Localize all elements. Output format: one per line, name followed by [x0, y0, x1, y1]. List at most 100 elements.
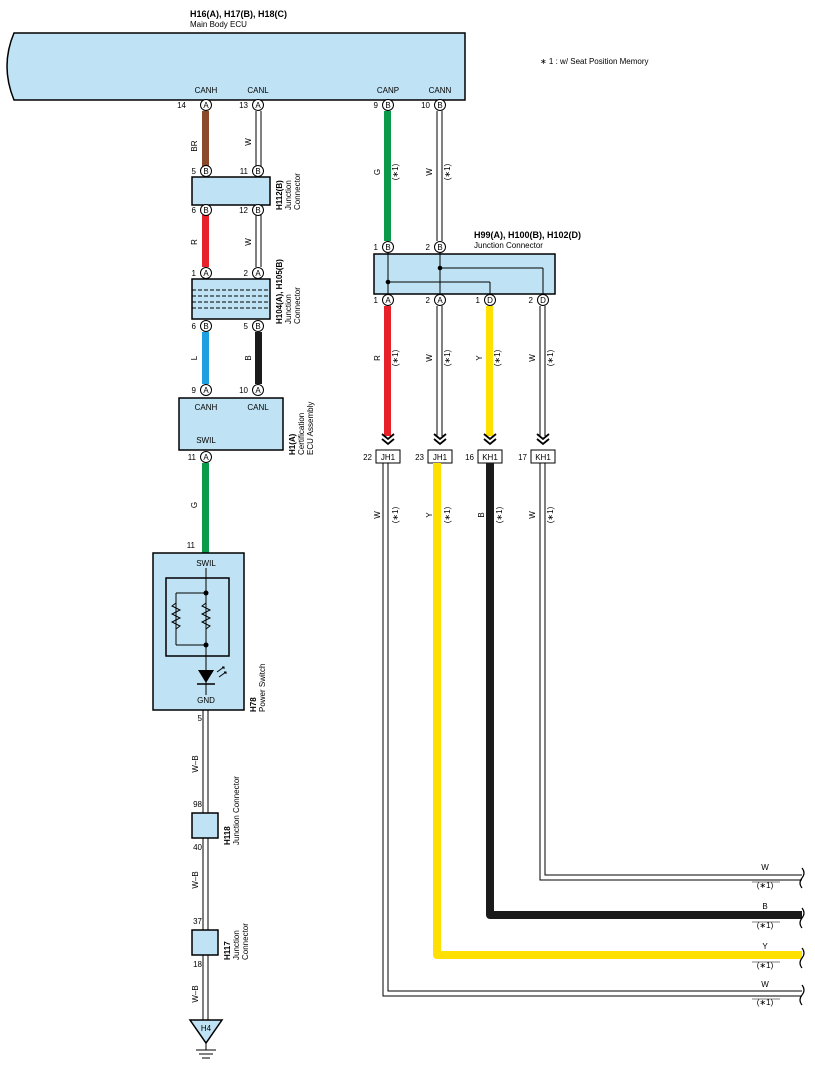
main-ecu-connector-ids: H16(A), H17(B), H18(C) [190, 9, 287, 19]
h1-canh: CANH [195, 403, 218, 412]
svg-text:2: 2 [426, 243, 431, 252]
svg-text:H112(B): H112(B) [275, 180, 284, 210]
svg-text:H104(A), H105(B): H104(A), H105(B) [275, 259, 284, 324]
h117-pin-bottom: 18 [193, 960, 202, 969]
svg-text:2: 2 [426, 296, 431, 305]
h118-pin-top: 98 [193, 800, 202, 809]
svg-text:11: 11 [188, 453, 197, 462]
svg-text:14: 14 [177, 101, 186, 110]
svg-text:Connector: Connector [293, 287, 302, 324]
svg-text:Power Switch: Power Switch [258, 664, 267, 712]
h118-pin-bottom: 40 [193, 843, 202, 852]
resistor-icon-2 [200, 602, 212, 630]
svg-text:22: 22 [363, 453, 372, 462]
svg-text:(∗1): (∗1) [391, 163, 400, 180]
svg-text:KH1: KH1 [535, 453, 551, 462]
svg-text:R: R [373, 355, 382, 361]
power-switch-circuit [170, 568, 227, 695]
svg-text:Connector: Connector [241, 923, 250, 960]
svg-text:Junction: Junction [284, 180, 293, 210]
svg-text:W–B: W–B [191, 985, 200, 1002]
svg-text:(∗1): (∗1) [391, 506, 400, 523]
h78-label: H78 Power Switch [249, 664, 267, 712]
svg-text:B: B [244, 355, 253, 360]
svg-text:(∗1): (∗1) [443, 163, 452, 180]
svg-text:W: W [761, 863, 769, 872]
svg-text:R: R [190, 239, 199, 245]
svg-text:10: 10 [239, 386, 248, 395]
svg-text:Y: Y [475, 355, 484, 361]
svg-text:(∗1): (∗1) [757, 961, 774, 970]
ground-icon [196, 1043, 216, 1059]
svg-text:1: 1 [476, 296, 481, 305]
svg-text:D: D [540, 296, 546, 305]
h99-box [373, 253, 556, 295]
svg-text:23: 23 [415, 453, 424, 462]
svg-text:Connector: Connector [293, 173, 302, 210]
svg-text:(∗1): (∗1) [391, 349, 400, 366]
svg-text:W–B: W–B [191, 755, 200, 772]
svg-text:JH1: JH1 [433, 453, 448, 462]
svg-text:Y: Y [762, 942, 768, 951]
h117-pin-top: 37 [193, 917, 202, 926]
h1-swil: SWIL [196, 436, 216, 445]
svg-text:10: 10 [421, 101, 430, 110]
svg-text:H1(A): H1(A) [288, 433, 297, 455]
svg-text:B: B [203, 167, 208, 176]
svg-text:2: 2 [244, 269, 249, 278]
led-icon [198, 670, 214, 683]
wires-right-bottom [382, 463, 802, 997]
h78-pin-bottom: 5 [198, 714, 203, 723]
svg-text:B: B [762, 902, 767, 911]
svg-text:(∗1): (∗1) [546, 349, 555, 366]
h78-inner-box [165, 577, 230, 657]
svg-text:G: G [190, 502, 199, 508]
wires-right-mid [384, 306, 546, 436]
svg-text:B: B [437, 101, 442, 110]
h1-label: H1(A) Certification ECU Assembly [288, 402, 315, 455]
main-ecu-pins: 14 A 13 A 9 B 10 B [177, 99, 446, 111]
h78-pin-top: 11 [187, 541, 196, 550]
wire-labels-right-bottom: W (∗1) Y (∗1) B (∗1) W (∗1) W (∗1) B (∗1… [373, 506, 780, 1007]
h118-label: H118 Junction Connector [223, 776, 241, 845]
wire-b-1 [255, 332, 262, 384]
h104-dashes [192, 289, 270, 309]
svg-text:(∗1): (∗1) [546, 506, 555, 523]
resistor-icon [170, 602, 182, 630]
svg-text:BR: BR [190, 140, 199, 151]
h112-box [191, 176, 271, 206]
svg-text:Junction Connector: Junction Connector [232, 776, 241, 845]
svg-text:A: A [255, 269, 261, 278]
h1-pins: 9 A 10 A 11 A [188, 384, 264, 463]
h99-internal [385, 252, 544, 296]
svg-text:(∗1): (∗1) [443, 349, 452, 366]
svg-text:B: B [255, 167, 260, 176]
svg-text:W: W [425, 354, 434, 362]
h104-pins: 1 A 2 A 6 B 5 B [192, 267, 264, 332]
svg-text:11: 11 [240, 167, 249, 176]
svg-text:A: A [203, 101, 209, 110]
wire-g-2 [384, 111, 391, 241]
svg-text:B: B [203, 206, 208, 215]
svg-text:H117: H117 [223, 941, 232, 960]
svg-text:A: A [203, 453, 209, 462]
svg-text:Junction: Junction [284, 294, 293, 324]
wires-right-top [384, 111, 443, 241]
h1-box [178, 397, 284, 451]
svg-text:9: 9 [192, 386, 197, 395]
svg-text:12: 12 [239, 206, 248, 215]
svg-text:Y: Y [425, 512, 434, 518]
svg-text:B: B [477, 512, 486, 517]
svg-text:(∗1): (∗1) [757, 998, 774, 1007]
ecu-cann-label: CANN [429, 86, 452, 95]
svg-text:5: 5 [244, 322, 249, 331]
svg-text:W: W [244, 138, 253, 146]
svg-text:B: B [255, 322, 260, 331]
svg-text:(∗1): (∗1) [757, 921, 774, 930]
svg-text:5: 5 [192, 167, 197, 176]
svg-text:A: A [385, 296, 391, 305]
wire-labels-right-mid: R (∗1) W (∗1) Y (∗1) W (∗1) [373, 349, 555, 366]
h99-name: Junction Connector [474, 241, 543, 250]
svg-text:(∗1): (∗1) [493, 349, 502, 366]
svg-text:W: W [425, 168, 434, 176]
